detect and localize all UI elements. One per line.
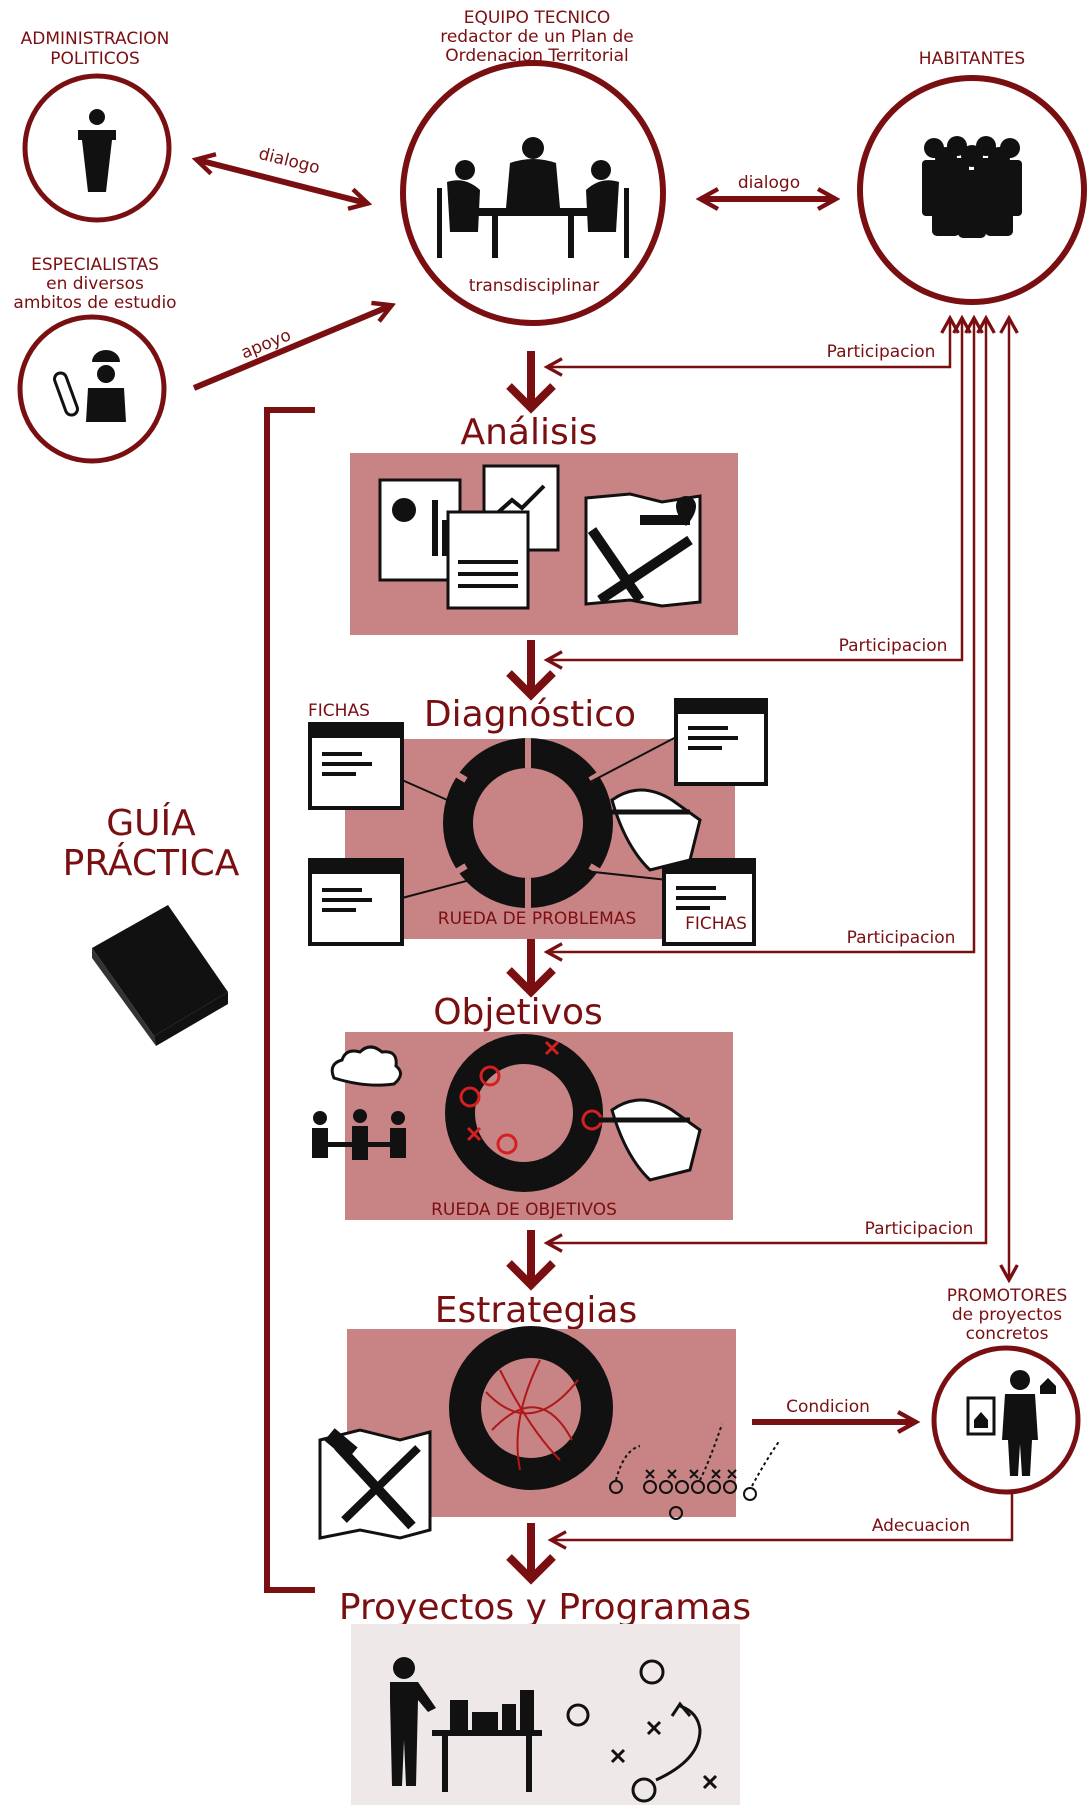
administracion-label-2: POLITICOS	[50, 49, 140, 69]
dialogo-habitantes-label: dialogo	[738, 173, 800, 193]
rueda-problemas-caption: RUEDA DE PROBLEMAS	[438, 909, 636, 929]
stage-objetivos-title: Objetivos	[433, 992, 603, 1033]
promotores-label-2: de proyectos	[952, 1305, 1062, 1325]
tools-map-icon	[318, 1428, 432, 1540]
fichas-card-top-right	[674, 698, 768, 786]
habitantes-node: HABITANTES	[857, 49, 1087, 305]
stage-proyectos-title: Proyectos y Programas	[339, 1587, 751, 1628]
stage-diagnostico-title: Diagnóstico	[424, 694, 636, 735]
strategy-wheel-icon	[449, 1326, 613, 1490]
promotores-node: PROMOTORES de proyectos concretos	[931, 1286, 1081, 1495]
flow-arrows	[506, 351, 556, 1585]
fichas-label-top: FICHAS	[308, 701, 370, 721]
hand-with-pen-icon	[590, 788, 702, 872]
administracion-node: ADMINISTRACION POLITICOS	[21, 29, 172, 223]
podium-speaker-icon	[78, 109, 116, 192]
dialogo-habitantes-arrow: dialogo	[702, 173, 834, 199]
hand-with-pen-icon-objetivos	[590, 1098, 702, 1182]
planner-at-table-icon	[390, 1657, 542, 1792]
participacion-label-4: Participacion	[865, 1219, 974, 1239]
condicion-label: Condicion	[786, 1397, 870, 1417]
reports-icon	[378, 464, 560, 610]
stage-estrategias-title: Estrategias	[435, 1290, 637, 1331]
team-meeting-icon	[437, 137, 629, 258]
participation-lines	[547, 318, 1009, 1280]
guide-title-2: PRÁCTICA	[63, 842, 240, 884]
equipo-label-3: Ordenacion Territorial	[445, 46, 628, 66]
administracion-label-1: ADMINISTRACION	[21, 29, 170, 49]
map-pin-icon	[584, 492, 702, 608]
participacion-label-3: Participacion	[847, 928, 956, 948]
dialogo-admin-arrow: dialogo	[198, 144, 366, 203]
condicion-arrow: Condicion	[752, 1397, 914, 1422]
especialistas-node: ESPECIALISTAS en diversos ambitos de est…	[13, 255, 177, 464]
especialistas-label-2: en diversos	[46, 274, 144, 294]
especialistas-label-1: ESPECIALISTAS	[31, 255, 159, 275]
equipo-caption: transdisciplinar	[469, 276, 600, 296]
equipo-tecnico-node: EQUIPO TECNICO redactor de un Plan de Or…	[400, 8, 666, 326]
guide-title-1: GUÍA	[106, 802, 196, 844]
fichas-label-bottom: FICHAS	[685, 914, 747, 934]
equipo-label-1: EQUIPO TECNICO	[464, 8, 611, 28]
rueda-objetivos-caption: RUEDA DE OBJETIVOS	[431, 1200, 617, 1220]
book-icon	[92, 905, 228, 1046]
play-diagram-icon	[566, 1659, 718, 1803]
participacion-label-2: Participacion	[839, 636, 948, 656]
developer-presenting-icon	[966, 1370, 1056, 1476]
dialogo-admin-label: dialogo	[257, 144, 322, 178]
apoyo-arrow: apoyo	[192, 306, 390, 391]
promotores-label-1: PROMOTORES	[947, 1286, 1068, 1306]
connector-lines	[401, 734, 681, 899]
fichas-card-top-left	[308, 722, 404, 810]
participacion-label-1: Participacion	[827, 342, 936, 362]
playbook-icon	[609, 1423, 781, 1520]
crowd-icon	[922, 136, 1022, 238]
especialistas-label-3: ambitos de estudio	[13, 293, 176, 313]
promotores-label-3: concretos	[966, 1324, 1049, 1344]
equipo-label-2: redactor de un Plan de	[440, 27, 634, 47]
stage-analisis-title: Análisis	[460, 412, 597, 453]
fichas-card-bottom-right	[662, 858, 756, 946]
adecuacion-arrow: Adecuacion	[551, 1493, 1014, 1540]
engineer-with-blueprint-icon	[53, 350, 126, 422]
adecuacion-label: Adecuacion	[872, 1516, 970, 1536]
habitantes-label: HABITANTES	[919, 49, 1025, 69]
objective-wheel-icon	[445, 1034, 603, 1192]
brainstorm-group-icon	[312, 1045, 406, 1160]
guide-bracket	[264, 407, 315, 1593]
fichas-card-bottom-left	[308, 858, 404, 946]
